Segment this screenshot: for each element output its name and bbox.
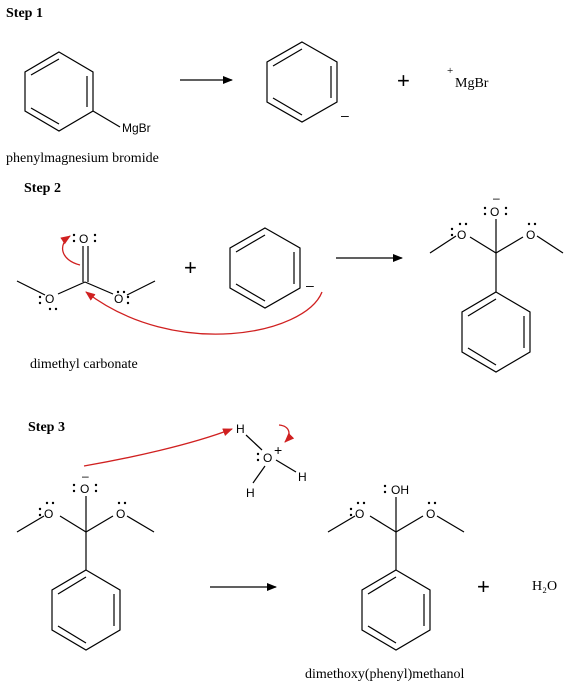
- ether-oxygen-right-step3: O: [116, 507, 125, 521]
- hydronium-h-top: H: [236, 422, 245, 436]
- hydroxyl-group: OH: [391, 483, 409, 497]
- dimethoxy-phenyl-methanol-structure: OH O O: [327, 483, 465, 651]
- phenyl-anion-structure: –: [266, 41, 349, 123]
- oxide-oxygen-step3: O: [80, 482, 89, 496]
- hydronium-h-bottom: H: [246, 486, 255, 500]
- tetrahedral-intermediate-structure: – O O O: [429, 191, 564, 373]
- ether-oxygen-right-product: O: [426, 507, 435, 521]
- step2-heading: Step 2: [24, 181, 61, 196]
- step1-plus-sign: +: [397, 68, 410, 93]
- anion-charge: –: [341, 107, 349, 123]
- curved-arrow-protonation: [83, 428, 233, 467]
- hydronium-h-right: H: [298, 470, 307, 484]
- step1-heading: Step 1: [6, 6, 43, 21]
- methoxy-oxygen-left: O: [45, 292, 54, 306]
- oxide-charge: –: [493, 191, 500, 205]
- anion-charge-step2: –: [306, 277, 314, 293]
- curved-arrow-nucleophilic-attack: [85, 291, 323, 335]
- tetrahedral-intermediate-structure-step3: – O O O: [16, 469, 155, 651]
- dimethyl-carbonate-name: dimethyl carbonate: [30, 357, 138, 372]
- step3-heading: Step 3: [28, 420, 65, 435]
- magnesium-bromide-cation: + MgBr: [447, 65, 489, 91]
- product-name: dimethoxy(phenyl)methanol: [305, 667, 465, 682]
- oxide-oxygen: O: [490, 205, 499, 219]
- dimethyl-carbonate-structure: O O O: [16, 232, 156, 311]
- curved-arrow-carbonyl: [60, 235, 81, 266]
- water-formula: H₂O: [532, 579, 557, 594]
- hydronium-oxygen: O: [263, 451, 272, 465]
- cation-charge: +: [447, 65, 453, 77]
- methoxy-oxygen-right: O: [114, 292, 123, 306]
- ether-oxygen-right: O: [526, 228, 535, 242]
- hydronium-charge: +: [274, 442, 282, 458]
- phenylmagnesium-bromide-structure: MgBr: [24, 51, 151, 135]
- curved-arrow-oh-bond: [278, 424, 295, 443]
- ether-oxygen-left-step3: O: [44, 507, 53, 521]
- hydronium-structure: H O + H H: [236, 422, 307, 500]
- ether-oxygen-left: O: [457, 228, 466, 242]
- phenyl-anion-structure-step2: –: [229, 227, 314, 309]
- carbonyl-oxygen: O: [79, 232, 88, 246]
- ether-oxygen-left-product: O: [355, 507, 364, 521]
- step2-plus-sign: +: [184, 255, 197, 280]
- oxide-charge-step3: –: [82, 469, 89, 483]
- mgbr-label: MgBr: [122, 121, 151, 135]
- step3-plus-sign: +: [477, 574, 490, 599]
- mgbr-cation-label: MgBr: [455, 76, 489, 91]
- phenylmagnesium-bromide-name: phenylmagnesium bromide: [6, 151, 159, 166]
